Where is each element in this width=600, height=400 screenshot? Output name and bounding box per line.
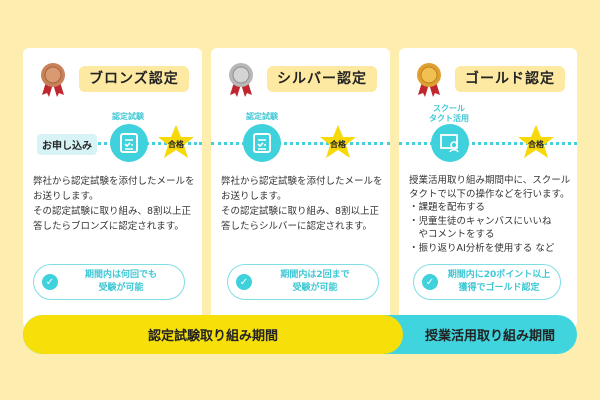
note-text: 期間内は2回まで 受験が可能 (280, 270, 350, 293)
period-bar: 授業活用取り組み期間 認定試験取り組み期間 (23, 315, 577, 354)
card-title: ゴールド認定 (455, 66, 565, 92)
check-icon: ✓ (236, 274, 252, 290)
check-icon: ✓ (422, 274, 438, 290)
pass-label: 合格 (168, 140, 184, 149)
bronze-medal-icon (41, 63, 65, 97)
pass-label: 合格 (330, 140, 346, 149)
step-label: スクール タクト活用 (429, 104, 469, 123)
card-title: シルバー認定 (267, 66, 377, 92)
silver-medal-icon (229, 63, 253, 97)
desc-line: 弊社から認定試験を添付したメールをお送りします。 (33, 176, 195, 202)
step-label: 認定試験 (112, 112, 144, 121)
exam-period-label: 認定試験取り組み期間 (23, 315, 403, 354)
gold-medal-icon (417, 63, 441, 97)
apply-label: お申し込み (37, 134, 97, 155)
pass-star-icon: 合格 (157, 124, 195, 160)
desc-line: その認定試験に取り組み、8割以上正答したらシルバーに認定されます。 (221, 206, 380, 232)
desc-line: 弊社から認定試験を添付したメールをお送りします。 (221, 176, 383, 202)
note-pill: ✓ 期間内に20ポイント以上 獲得でゴールド認定 (413, 264, 561, 300)
desc-line: その認定試験に取り組み、8割以上正答したらブロンズに認定されます。 (33, 206, 192, 232)
silver-card: シルバー認定 認定試験 合格 弊社から認定試験を添付したメールをお送りします。 … (211, 48, 390, 328)
card-description: 弊社から認定試験を添付したメールをお送りします。 その認定試験に取り組み、8割以… (221, 174, 386, 234)
gold-card: ゴールド認定 スクール タクト活用 合格 授業活用取り組み期間中に、スクールタク… (399, 48, 577, 328)
timeline-dots (399, 142, 577, 145)
pass-star-icon: 合格 (517, 124, 555, 160)
desc-line: 授業活用取り組み期間中に、スクールタクトで以下の操作などを行います。 (409, 175, 571, 200)
card-title: ブロンズ認定 (79, 66, 189, 92)
desc-line: ・児童生徒のキャンバスにいいね やコメントをする (409, 215, 552, 241)
card-description: 授業活用取り組み期間中に、スクールタクトで以下の操作などを行います。 ・課題を配… (409, 174, 574, 255)
pass-star-icon: 合格 (319, 124, 357, 160)
class-period-label: 授業活用取り組み期間 (424, 329, 555, 344)
exam-clipboard-icon (110, 124, 148, 162)
card-description: 弊社から認定試験を添付したメールをお送りします。 その認定試験に取り組み、8割以… (33, 174, 198, 234)
desc-line: ・課題を配布する (409, 202, 486, 213)
note-pill: ✓ 期間内は2回まで 受験が可能 (227, 264, 379, 300)
note-pill: ✓ 期間内は何回でも 受験が可能 (33, 264, 185, 300)
step-label: 認定試験 (246, 112, 278, 121)
exam-clipboard-icon (243, 124, 281, 162)
pass-label: 合格 (528, 140, 544, 149)
check-icon: ✓ (42, 274, 58, 290)
bronze-card: ブロンズ認定 お申し込み 認定試験 合格 弊社から認定試験を添付したメールをお送… (23, 48, 202, 328)
teaching-board-icon (431, 124, 469, 162)
note-text: 期間内は何回でも 受験が可能 (84, 270, 157, 293)
desc-line: ・振り返りAI分析を使用する など (409, 242, 555, 254)
note-text: 期間内に20ポイント以上 獲得でゴールド認定 (447, 270, 551, 293)
timeline-dots (211, 142, 390, 145)
